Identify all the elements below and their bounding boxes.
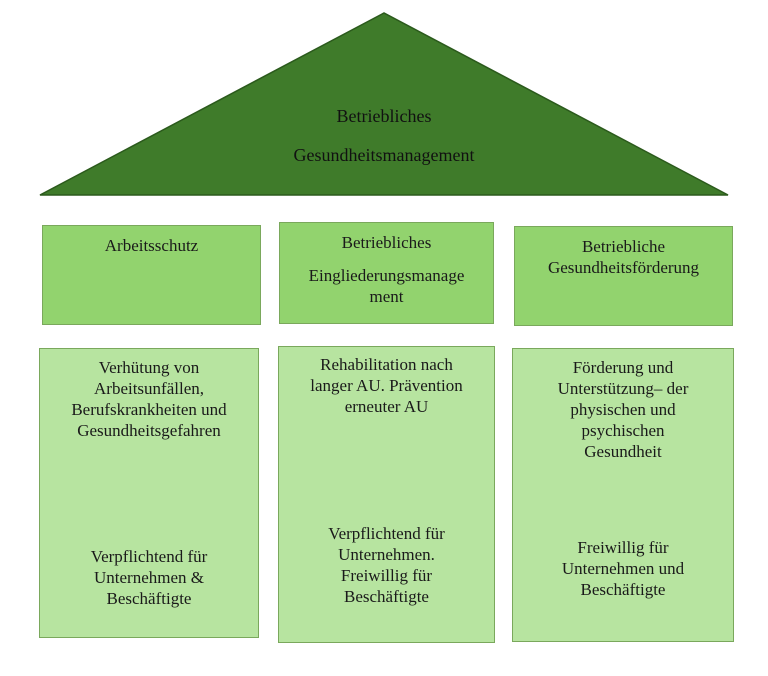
obligation-line: Freiwillig für [340, 566, 433, 585]
heading-line: ment [369, 287, 404, 306]
description-line: physischen und [570, 400, 676, 419]
obligation-line: Unternehmen und [561, 559, 685, 578]
pillar-description: Verhütung von Arbeitsunfällen, Berufskra… [40, 357, 258, 441]
description-line: Arbeitsunfällen, [94, 379, 204, 398]
obligation-line: Verpflichtend für [328, 524, 445, 543]
pillar-body-gesundheitsfoerderung: Förderung und Unterstützung– der physisc… [512, 348, 734, 642]
pillar-heading-gesundheitsfoerderung: Betriebliche Gesundheitsförderung [514, 226, 733, 326]
description-line: Unterstützung– der [557, 379, 689, 398]
obligation-line: Unternehmen & [94, 568, 204, 587]
roof-shape [39, 12, 729, 196]
description-line: Verhütung von [98, 358, 200, 377]
description-line: Gesundheitsgefahren [77, 421, 221, 440]
heading-line: Gesundheitsförderung [547, 258, 700, 277]
description-line: psychischen [581, 421, 665, 440]
description-line: Berufskrankheiten und [71, 400, 227, 419]
roof-triangle [39, 12, 729, 196]
heading-line: Betriebliche [581, 237, 666, 256]
roof-title-line1: Betriebliches [336, 106, 432, 126]
obligation-line: Unternehmen. [338, 545, 435, 564]
pillar-body-eingliederungsmanagement: Rehabilitation nach langer AU. Präventio… [278, 346, 495, 643]
pillar-obligation: Verpflichtend für Unternehmen & Beschäft… [40, 546, 258, 609]
pillar-description: Rehabilitation nach langer AU. Präventio… [279, 354, 494, 417]
pillar-obligation: Freiwillig für Unternehmen und Beschäfti… [513, 537, 733, 600]
description-line: erneuter AU [344, 397, 429, 416]
pillar-obligation: Verpflichtend für Unternehmen. Freiwilli… [279, 523, 494, 607]
pillar-body-arbeitsschutz: Verhütung von Arbeitsunfällen, Berufskra… [39, 348, 259, 638]
obligation-line: Beschäftigte [106, 589, 192, 608]
heading-line: Arbeitsschutz [104, 236, 199, 255]
roof-title-line2: Gesundheitsmanagement [293, 145, 475, 165]
pillar-heading-eingliederungsmanagement: Betriebliches Eingliederungsmanage ment [279, 222, 494, 324]
obligation-line: Beschäftigte [580, 580, 666, 599]
pillar-description: Förderung und Unterstützung– der physisc… [513, 357, 733, 462]
heading-line: Eingliederungsmanage [308, 266, 465, 285]
obligation-line: Freiwillig für [577, 538, 669, 557]
description-line: langer AU. Prävention [310, 376, 463, 395]
description-line: Gesundheit [584, 442, 662, 461]
obligation-line: Beschäftigte [344, 587, 429, 606]
description-line: Förderung und [572, 358, 674, 377]
description-line: Rehabilitation nach [320, 355, 453, 374]
obligation-line: Verpflichtend für [90, 547, 208, 566]
pillar-heading-arbeitsschutz: Arbeitsschutz [42, 225, 261, 325]
heading-line: Betriebliches [341, 233, 432, 252]
